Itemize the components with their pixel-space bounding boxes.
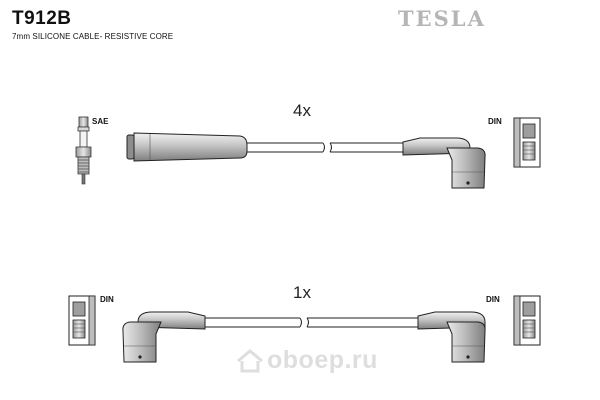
cable-description: 7mm SILICONE CABLE- RESISTIVE CORE — [12, 32, 174, 41]
oboep-logo-icon — [237, 349, 263, 373]
straight-boot-icon — [126, 132, 248, 162]
cable-2-right-connector-label: DIN — [486, 295, 500, 304]
cable-1-left-connector-label: SAE — [92, 117, 109, 126]
angled-boot-icon — [122, 311, 206, 363]
part-code: T912B — [12, 8, 72, 29]
cable-2-quantity: 1x — [293, 283, 311, 302]
cable-1 — [75, 116, 541, 189]
brand-logo: TESLA — [398, 6, 486, 31]
din-distributor-terminal-icon — [68, 295, 96, 346]
spark-plug-icon — [75, 116, 92, 185]
cable-break-icon — [299, 317, 309, 328]
watermark-text: oboep.ru — [267, 346, 378, 374]
din-distributor-terminal-icon — [513, 295, 541, 346]
cable-1-right-connector-label: DIN — [488, 117, 502, 126]
cable-2 — [68, 295, 541, 363]
cable-2-left-connector-label: DIN — [100, 295, 114, 304]
cable-1-quantity: 4x — [293, 101, 311, 120]
cable-break-icon — [322, 142, 332, 153]
din-distributor-terminal-icon — [513, 117, 541, 168]
angled-boot-icon — [417, 311, 486, 363]
angled-boot-icon — [402, 137, 486, 189]
